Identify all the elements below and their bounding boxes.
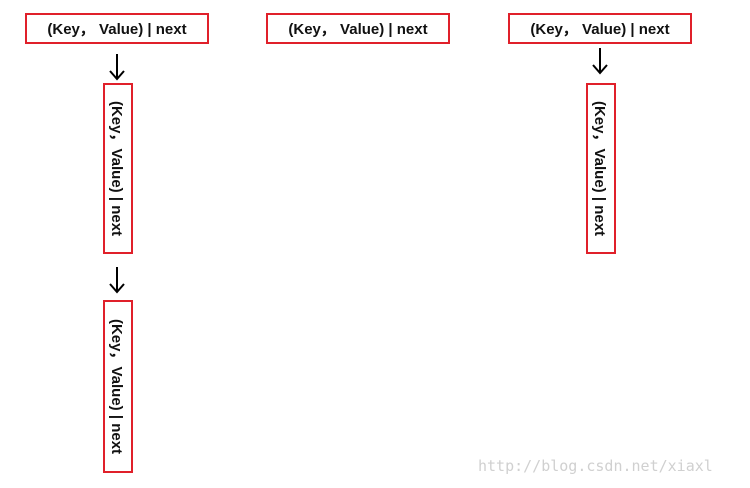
chain-node-1-2-label: (Key，Value) | next — [108, 318, 126, 455]
chain-node-3-1-label: (Key，Value) | next — [591, 100, 609, 237]
bucket-node-1-label: (Key， Value) | next — [47, 21, 187, 38]
watermark-text: http://blog.csdn.net/xiaxl — [478, 457, 713, 475]
bucket-node-3: (Key， Value) | next — [508, 13, 692, 44]
bucket-node-2: (Key， Value) | next — [266, 13, 450, 44]
bucket-node-3-label: (Key， Value) | next — [530, 21, 670, 38]
down-arrow-icon — [592, 48, 608, 75]
chain-node-1-1: (Key，Value) | next — [103, 83, 133, 254]
bucket-node-2-label: (Key， Value) | next — [288, 21, 428, 38]
chain-node-3-1: (Key，Value) | next — [586, 83, 616, 254]
down-arrow-icon — [109, 267, 125, 294]
bucket-node-1: (Key， Value) | next — [25, 13, 209, 44]
chain-node-1-1-label: (Key，Value) | next — [108, 100, 126, 237]
chain-node-1-2: (Key，Value) | next — [103, 300, 133, 473]
down-arrow-icon — [109, 54, 125, 81]
